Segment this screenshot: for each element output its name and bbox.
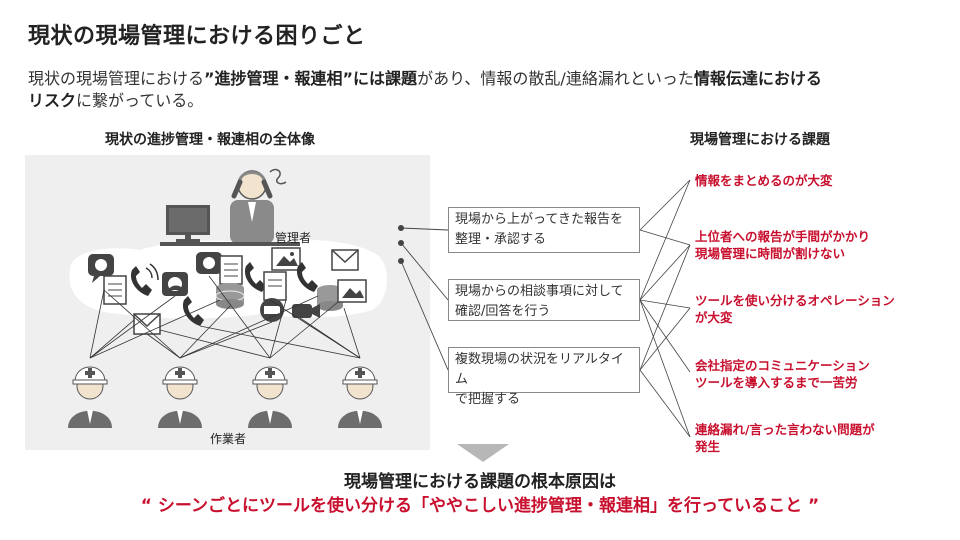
database-icon — [317, 285, 343, 311]
issue-connectors — [639, 179, 691, 438]
worker-tool-connectors — [89, 275, 361, 359]
chat-bubble-icon — [260, 298, 284, 322]
phone-icon — [244, 262, 266, 292]
down-arrow-icon — [457, 444, 509, 462]
connector-dot — [398, 258, 404, 264]
issue-line2: 発生 — [695, 439, 721, 454]
issue-line1: 会社指定のコミュニケーション — [695, 358, 870, 373]
video-camera-icon — [292, 304, 320, 318]
issue-item: 情報をまとめるのが大変 — [695, 172, 833, 189]
worker-helmet-icon — [338, 366, 382, 428]
chat-bubble-icon — [88, 254, 114, 283]
lead-bold1: ”進捗管理・報連相”には課題 — [204, 69, 418, 88]
confused-manager-icon — [160, 168, 300, 246]
issues-heading: 現場管理における課題 — [690, 132, 830, 148]
task-box-report-approval: 現場から上がってきた報告を 整理・承認する — [448, 207, 640, 253]
task-connectors — [400, 227, 449, 371]
worker-helmet-icon — [68, 366, 112, 428]
task-box-realtime-status: 複数現場の状況をリアルタイム で把握する — [448, 347, 640, 407]
root-cause-statement: “ シーンごとにツールを使い分ける「ややこしい進捗管理・報連相」を行っていること… — [140, 496, 820, 516]
connector-dot — [398, 225, 404, 231]
mail-icon — [331, 249, 359, 271]
task-line1: 複数現場の状況をリアルタイム — [455, 352, 624, 387]
issue-item: ツールを使い分けるオペレーション が大変 — [695, 292, 895, 326]
phone-icon — [182, 296, 204, 326]
issue-item: 上位者への報告が手間がかかり 現場管理に時間が割けない — [695, 228, 870, 262]
issue-line1: 連絡漏れ/言った言わない問題が — [695, 422, 875, 437]
page-title: 現状の現場管理における困りごと — [28, 24, 366, 49]
task-line2: で把握する — [455, 392, 521, 407]
issue-line2: が大変 — [695, 310, 733, 325]
mail-icon — [133, 313, 161, 335]
worker-helmet-icon — [248, 366, 292, 428]
lead-bold3: リスク — [28, 91, 77, 110]
issue-line1: 情報をまとめるのが大変 — [695, 173, 833, 188]
task-line1: 現場から上がってきた報告を — [455, 212, 623, 227]
connector-dot — [398, 240, 404, 246]
worker-helmet-icon — [158, 366, 202, 428]
chat-bubble-icon — [196, 252, 222, 274]
document-icon — [219, 255, 243, 285]
task-line2: 確認/回答を行う — [455, 304, 551, 319]
database-icon — [215, 283, 245, 309]
lead-bold2: 情報伝達における — [693, 69, 822, 88]
lead-part1: 現状の現場管理における — [28, 69, 205, 88]
lead-text: 現状の現場管理における”進捗管理・報連相”には課題があり、情報の散乱/連絡漏れと… — [28, 68, 928, 112]
video-camera-icon — [162, 272, 188, 296]
document-icon — [103, 275, 127, 305]
image-icon — [271, 247, 301, 271]
root-cause-title: 現場管理における課題の根本原因は — [344, 472, 616, 492]
issue-line1: 上位者への報告が手間がかかり — [695, 229, 871, 244]
workers-label: 作業者 — [210, 432, 247, 446]
lead-part2: があり、情報の散乱/連絡漏れといった — [417, 69, 694, 88]
overview-heading: 現状の進捗管理・報連相の全体像 — [105, 132, 315, 148]
task-box-consultation: 現場からの相談事項に対して 確認/回答を行う — [448, 279, 640, 321]
issue-item: 連絡漏れ/言った言わない問題が 発生 — [695, 421, 875, 455]
monitor-icon — [166, 205, 210, 242]
issue-line2: 現場管理に時間が割けない — [695, 246, 846, 261]
issue-item: 会社指定のコミュニケーション ツールを導入するまで一苦労 — [695, 357, 870, 391]
manager-label: 管理者 — [275, 231, 312, 245]
task-line2: 整理・承認する — [455, 232, 547, 247]
document-icon — [263, 271, 287, 301]
phone-icon — [130, 263, 159, 296]
lead-part3: に繋がっている。 — [76, 91, 204, 110]
issue-line1: ツールを使い分けるオペレーション — [695, 293, 895, 308]
task-line1: 現場からの相談事項に対して — [455, 284, 624, 299]
phone-icon — [296, 262, 318, 292]
issue-line2: ツールを導入するまで一苦労 — [695, 375, 858, 390]
image-icon — [337, 279, 367, 303]
